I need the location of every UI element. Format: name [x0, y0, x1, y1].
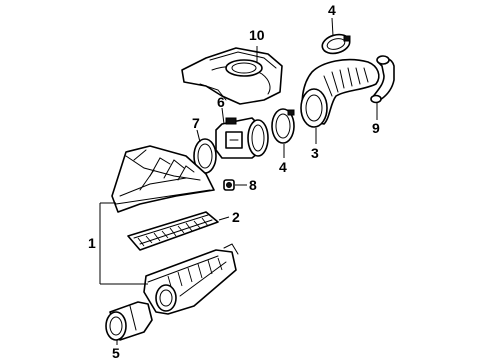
part-1-air-cleaner-housing: [143, 243, 239, 315]
callout-10: 10: [249, 27, 265, 43]
leader-lines: [99, 17, 378, 345]
callout-9: 9: [372, 120, 380, 136]
part-8-grommet: [223, 179, 235, 191]
callout-6: 6: [217, 94, 225, 110]
part-9-breather-hose: [370, 55, 395, 104]
part-10-intake-cover: [181, 47, 283, 105]
callout-3: 3: [311, 145, 319, 161]
part-1-air-cleaner-lid: [111, 145, 215, 213]
callout-4-middle: 4: [279, 159, 287, 175]
callout-labels: 10 4 6 7 4 3 9 8 2 1 5: [88, 2, 380, 360]
callout-2: 2: [232, 209, 240, 225]
callout-8: 8: [249, 177, 257, 193]
callout-5: 5: [112, 345, 120, 360]
part-2-air-filter: [127, 211, 219, 251]
part-5-inlet-duct: [105, 301, 153, 341]
part-6-maf-sensor: [215, 117, 269, 159]
callout-7: 7: [192, 115, 200, 131]
callout-4-upper: 4: [328, 2, 336, 18]
callout-1: 1: [88, 235, 96, 251]
part-3-intake-duct: [300, 58, 380, 128]
part-4-middle-clamp: [271, 108, 295, 144]
part-4-upper-clamp: [321, 33, 351, 55]
